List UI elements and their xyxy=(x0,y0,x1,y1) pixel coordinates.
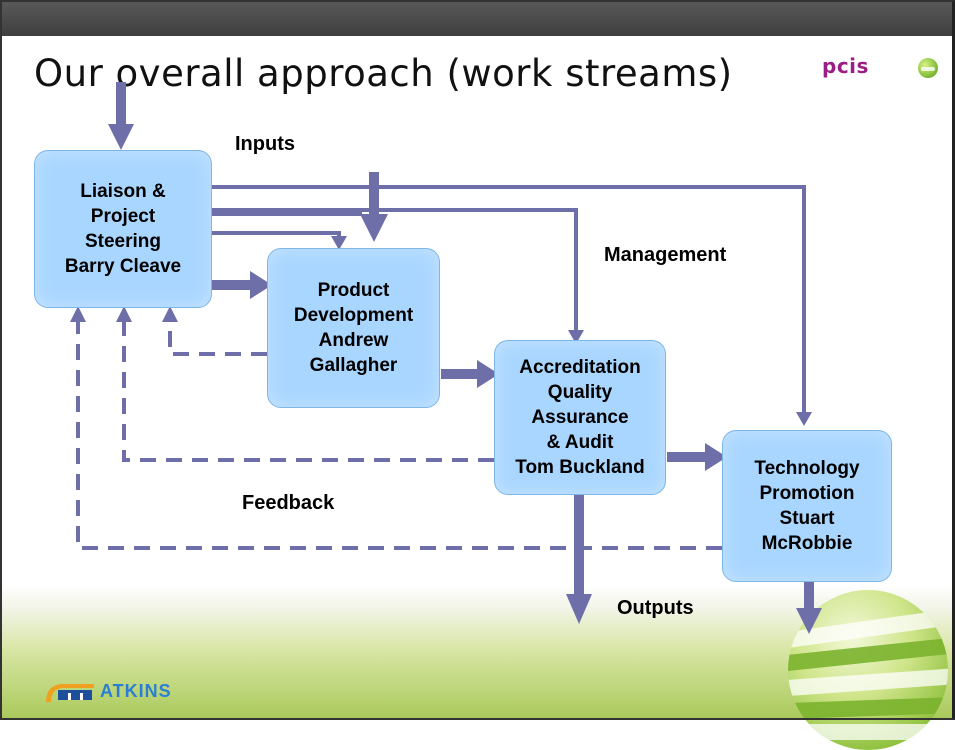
arrow-into-liaison xyxy=(116,82,126,126)
arrow-technology-down xyxy=(804,580,814,610)
feedback-from-accreditation xyxy=(122,322,494,462)
label-inputs: Inputs xyxy=(235,133,295,155)
feedback-from-product xyxy=(168,322,267,356)
box-product-text: Product Development Andrew Gallagher xyxy=(293,280,414,376)
feedback-from-technology xyxy=(76,322,722,550)
arrow-outputs xyxy=(574,490,584,594)
top-bar xyxy=(0,0,955,36)
arrow-liaison-to-product xyxy=(210,280,252,290)
box-accreditation-text: Accreditation Quality Assurance & Audit … xyxy=(515,357,645,478)
management-line-to-accreditation xyxy=(212,208,578,330)
arrow-product-to-accreditation xyxy=(441,369,479,379)
slide-frame xyxy=(0,0,955,720)
trl-logo-icon xyxy=(46,684,94,702)
arrow-inputs xyxy=(369,172,379,218)
atkins-logo: ATKINS xyxy=(100,681,172,701)
management-line-to-technology xyxy=(212,185,806,414)
pcis-logo: pcis xyxy=(822,54,940,86)
label-outputs: Outputs xyxy=(617,597,694,619)
box-product-development: Product Development Andrew Gallagher xyxy=(267,248,440,408)
pcis-logo-ball-icon xyxy=(918,58,938,78)
label-management: Management xyxy=(604,244,727,266)
box-liaison-text: Liaison & Project Steering Barry Cleave xyxy=(64,181,182,277)
box-liaison: Liaison & Project Steering Barry Cleave xyxy=(34,150,212,308)
flow-arrows xyxy=(70,82,822,634)
box-technology-text: Technology Promotion Stuart McRobbie xyxy=(754,458,860,554)
box-accreditation: Accreditation Quality Assurance & Audit … xyxy=(494,340,666,495)
label-feedback: Feedback xyxy=(242,492,335,514)
slide-title: Our overall approach (work streams) xyxy=(34,52,733,95)
box-technology-promotion: Technology Promotion Stuart McRobbie xyxy=(722,430,892,582)
pcis-logo-text: pcis xyxy=(822,54,869,78)
arrow-accreditation-to-technology xyxy=(667,452,707,462)
